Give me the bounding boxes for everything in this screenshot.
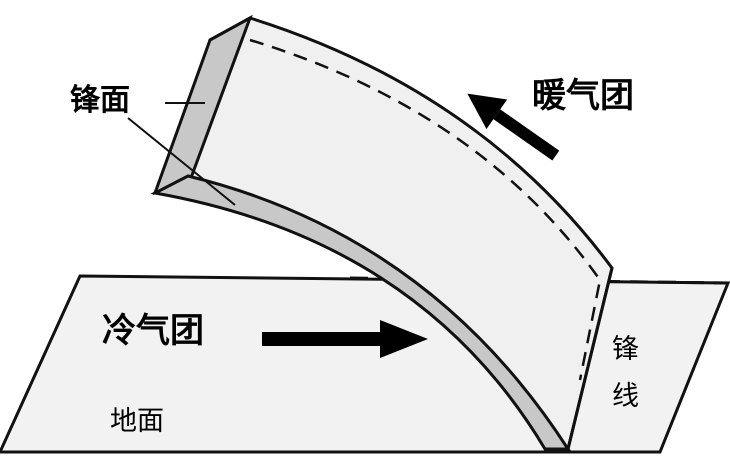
warm-air-arrow [467,93,560,161]
cold-air-arrow [262,320,428,358]
cold-air-mass-label: 冷气团 [102,311,204,351]
front-surface-label: 锋面 [70,83,130,118]
front-line-label-2: 线 [612,381,639,412]
warm-air-mass-label: 暖气团 [532,76,634,116]
front-line [566,267,614,450]
ground-label: 地面 [110,406,164,437]
surface-hidden-edge [249,38,602,381]
pointer-line-2 [127,117,236,206]
front-line-label-1: 锋 [612,334,639,365]
